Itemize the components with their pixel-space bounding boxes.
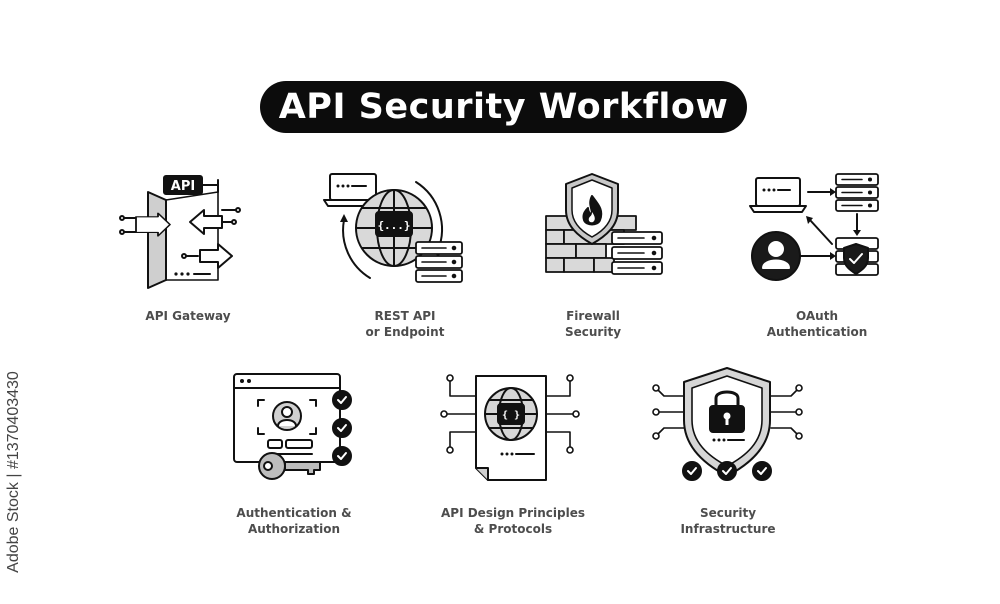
shield-lock-circuit-icon	[652, 367, 803, 481]
label-rest-api: REST API or Endpoint	[365, 309, 445, 339]
rest-api-globe-icon: {...}	[323, 173, 463, 283]
document-globe-circuit-icon: { }	[440, 374, 580, 481]
oauth-user-server-icon	[749, 173, 879, 281]
label-firewall: Firewall Security	[564, 309, 622, 339]
braces-small-label: { }	[502, 410, 520, 421]
label-authentication: Authentication & Authorization	[236, 506, 352, 536]
title-banner: API Security Workflow	[260, 81, 747, 133]
label-security-infrastructure: Security Infrastructure	[680, 506, 776, 536]
api-gateway-icon: API	[119, 175, 241, 289]
watermark-text: Adobe Stock | #1370403430	[5, 371, 22, 573]
firewall-shield-icon	[545, 173, 663, 275]
watermark: Adobe Stock | #1370403430	[4, 354, 24, 590]
page-title: API Security Workflow	[278, 87, 729, 127]
label-api-design: API Design Principles & Protocols	[441, 506, 585, 536]
label-api-gateway: API Gateway	[145, 309, 231, 323]
braces-label: {...}	[377, 219, 410, 232]
label-oauth: OAuth Authentication	[766, 309, 868, 339]
api-badge-label: API	[171, 179, 195, 194]
profile-key-check-icon	[233, 373, 352, 480]
